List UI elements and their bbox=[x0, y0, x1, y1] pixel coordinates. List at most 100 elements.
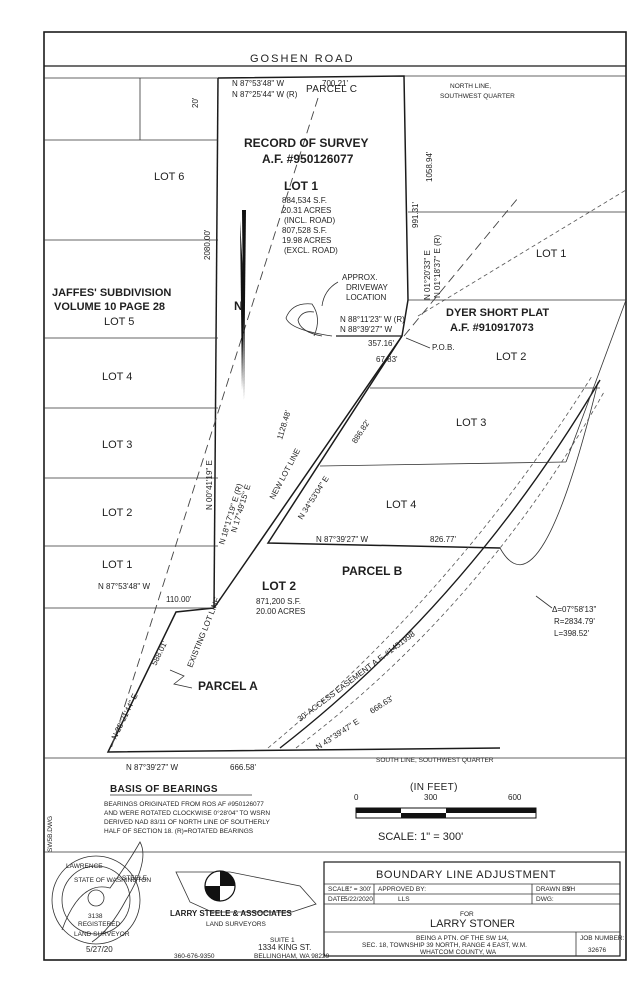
scale-seg bbox=[446, 808, 536, 813]
jaffes-title: JAFFES' SUBDIVISION bbox=[52, 287, 171, 299]
dyer-dash-line bbox=[403, 197, 519, 337]
curve-boundary bbox=[499, 381, 599, 566]
driveway-l1: APPROX. bbox=[342, 273, 378, 282]
driveway-l2: DRIVEWAY bbox=[346, 283, 388, 292]
logo-quadrant bbox=[205, 886, 220, 901]
tb-date-lbl: DATE: bbox=[328, 896, 347, 903]
north-arrow-letter: N bbox=[234, 299, 243, 313]
tb-approved-val: LLS bbox=[398, 896, 410, 903]
tb-desc1: BEING A PTN. OF THE SW 1/4, bbox=[416, 935, 509, 942]
bearing-east1: N 01°20'33" E bbox=[423, 250, 432, 300]
company-addr: 1334 KING ST. bbox=[258, 943, 311, 952]
bearing-bottom-dist: 666.58' bbox=[230, 763, 256, 772]
tb-drawn-val: SH bbox=[566, 886, 575, 893]
lot1-excl: (EXCL. ROAD) bbox=[284, 246, 338, 255]
jaffes-lot3: LOT 3 bbox=[102, 439, 132, 451]
lot1-title: LOT 1 bbox=[284, 179, 318, 193]
scale-seg bbox=[401, 813, 446, 818]
basis-l1: BEARINGS ORIGINATED FROM ROS AF #9501260… bbox=[104, 801, 264, 808]
title-block bbox=[323, 861, 621, 957]
basis-l4: HALF OF SECTION 18. (R)=ROTATED BEARINGS bbox=[104, 828, 254, 835]
bearing-west1-dist: 2080.00' bbox=[203, 229, 212, 260]
bearing-bottom: N 87°39'27" W bbox=[126, 763, 178, 772]
company-city: BELLINGHAM, WA 98229 bbox=[254, 953, 330, 960]
dyer-af: A.F. #910917073 bbox=[450, 322, 534, 334]
surveyor-stamp bbox=[51, 855, 141, 945]
jaffes-lot5: LOT 5 bbox=[104, 316, 134, 328]
stamp-portrait bbox=[87, 889, 105, 907]
jaffes-lot2: LOT 2 bbox=[102, 507, 132, 519]
bearing-w8753-dist: 110.00' bbox=[166, 595, 192, 604]
side-label: SW5B.DWG bbox=[47, 816, 54, 852]
tb-title: BOUNDARY LINE ADJUSTMENT bbox=[376, 869, 556, 881]
lot1-acres2: 19.98 ACRES bbox=[282, 236, 331, 245]
existing-lot-line bbox=[109, 97, 319, 753]
record-survey-title: RECORD OF SURVEY bbox=[244, 136, 368, 150]
north-arrow-icon bbox=[242, 210, 246, 400]
stamp-reg: REGISTERED bbox=[78, 921, 121, 928]
south-line-label: SOUTH LINE, SOUTHWEST QUARTER bbox=[376, 757, 494, 764]
basis-title: BASIS OF BEARINGS bbox=[110, 784, 218, 795]
tb-job-val: 32676 bbox=[588, 947, 606, 954]
easement-line-3 bbox=[267, 375, 593, 749]
company-phone: 360-676-9350 bbox=[174, 953, 215, 960]
dyer-title: DYER SHORT PLAT bbox=[446, 307, 549, 319]
bearing-mid-dist2: 67.83' bbox=[376, 355, 398, 364]
basis-l3: DERIVED NAD 83/11 OF NORTH LINE OF SOUTH… bbox=[104, 819, 270, 826]
bearing-east2-dist: 991.31' bbox=[411, 202, 420, 228]
curve-delta: Δ=07°58'13" bbox=[552, 605, 596, 614]
bearing-top1-dist: 700.21' bbox=[322, 79, 348, 88]
lot2-sf: 871,200 S.F. bbox=[256, 597, 301, 606]
road-width-label: 20' bbox=[191, 97, 200, 108]
bearing-mid2: N 88°39'27" W bbox=[340, 325, 392, 334]
company-suite: SUITE 1 bbox=[270, 937, 295, 944]
bearing-b8739-dist: 826.77' bbox=[430, 535, 456, 544]
bearing-mid1: N 88°11'23" W (R) bbox=[340, 315, 405, 324]
driveway-path bbox=[285, 303, 333, 337]
easement-line bbox=[279, 379, 601, 749]
lot2-boundary bbox=[106, 607, 501, 753]
bearing-west1: N 00°41'19" E bbox=[205, 460, 214, 510]
tb-approved-lbl: APPROVED BY: bbox=[378, 886, 426, 893]
jaffes-lot1: LOT 1 bbox=[102, 559, 132, 571]
dyer-lot4: LOT 4 bbox=[386, 499, 416, 511]
tb-drawn-lbl: DRAWN BY: bbox=[536, 886, 572, 893]
pob-label: P.O.B. bbox=[432, 343, 455, 352]
curve-length: L=398.52' bbox=[554, 629, 590, 638]
dyer-dash-line-2 bbox=[417, 189, 627, 317]
driveway-leader bbox=[321, 281, 339, 307]
tb-scale-lbl: SCALE: bbox=[328, 886, 351, 893]
stamp-state: STATE OF WASHINGTON bbox=[74, 877, 151, 884]
tb-date-val: 5/22/2020 bbox=[344, 896, 373, 903]
tb-scale-val: 1" = 300' bbox=[346, 886, 371, 893]
lot2-title: LOT 2 bbox=[262, 579, 296, 593]
signature-mark bbox=[61, 841, 144, 943]
access-easement-label: 30' ACCESS EASEMENT A.F. #1451998 bbox=[296, 629, 417, 724]
bearing-sw: N 28°21'44" E bbox=[110, 692, 140, 741]
dyer-lot1: LOT 1 bbox=[536, 248, 566, 260]
record-survey-af: A.F. #950126077 bbox=[262, 152, 354, 166]
dyer-line-east bbox=[565, 299, 627, 463]
bearing-east1-dist: 1058.94' bbox=[425, 151, 434, 182]
bearing-ease-dist: 666.63' bbox=[368, 694, 395, 716]
wa-state-icon bbox=[175, 871, 317, 913]
easement-line-2 bbox=[295, 391, 605, 749]
tb-dwg-lbl: DWG: bbox=[536, 896, 554, 903]
lot1-sf2: 807,528 S.F. bbox=[282, 226, 327, 235]
bearing-c34-dist: 886.82' bbox=[350, 418, 372, 445]
scale-seg bbox=[356, 808, 401, 813]
tb-for-lbl: FOR bbox=[460, 911, 474, 918]
curve-leader bbox=[535, 595, 553, 609]
stamp-num: 3138 bbox=[88, 913, 103, 920]
bearing-w8753: N 87°53'48" W bbox=[98, 582, 150, 591]
north-line-label-2: SOUTHWEST QUARTER bbox=[440, 93, 515, 100]
parcel-a-leader bbox=[169, 669, 193, 689]
driveway-l3: LOCATION bbox=[346, 293, 387, 302]
scale-t600: 600 bbox=[508, 793, 522, 802]
curve-radius: R=2834.79' bbox=[554, 617, 595, 626]
bearing-east2: N 01°18'37" E (R) bbox=[433, 235, 442, 298]
stamp-date: 5/27/20 bbox=[86, 945, 113, 954]
north-line-label: NORTH LINE, bbox=[450, 83, 491, 90]
lot1-acres: 20.31 ACRES bbox=[282, 206, 331, 215]
